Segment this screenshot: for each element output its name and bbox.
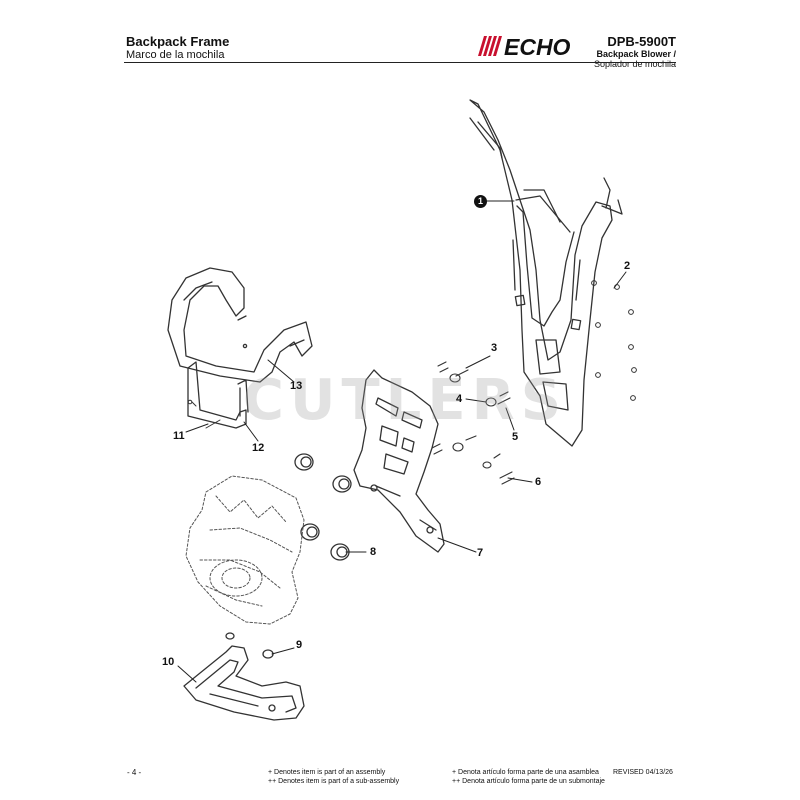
part-9-foot <box>225 632 274 659</box>
callout-5: 5 <box>512 431 519 443</box>
footnote-es-assembly: + Denota artículo forma parte de una asa… <box>452 769 599 776</box>
part-1-frame <box>469 99 623 447</box>
part-7-plate <box>353 369 445 553</box>
callout-6: 6 <box>535 476 542 488</box>
part-12-bracket <box>187 361 249 429</box>
logo-text: ECHO <box>504 34 571 58</box>
part-8-grommets <box>294 453 352 561</box>
callout-1: 1 <box>474 195 487 208</box>
echo-logo: ECHO <box>478 34 571 58</box>
revision-date: REVISED 04/13/26 <box>613 769 673 776</box>
page-subtitle: Marco de la mochila <box>126 49 225 61</box>
footnote-en-subassembly: ++ Denotes item is part of a sub-assembl… <box>268 778 400 785</box>
callout-12: 12 <box>252 442 265 454</box>
callout-2: 2 <box>624 260 631 272</box>
callout-10: 10 <box>162 656 175 668</box>
footnote-es-subassembly: ++ Denota artículo forma parte de un sub… <box>452 778 605 785</box>
part-10-base <box>183 645 305 721</box>
callout-13: 13 <box>290 380 303 392</box>
callout-9: 9 <box>296 639 303 651</box>
callout-3: 3 <box>491 342 498 354</box>
part-3-4-5-6-hardware <box>431 361 515 485</box>
part-11-screws <box>187 399 221 429</box>
callout-11: 11 <box>173 430 185 442</box>
callout-4: 4 <box>456 393 463 405</box>
page-title: Backpack Frame <box>126 34 230 49</box>
leader-lines <box>177 200 627 683</box>
engine-outline <box>185 475 305 625</box>
footnote-es: + Denota artículo forma parte de una asa… <box>452 768 605 786</box>
model-number: DPB-5900T <box>607 34 676 49</box>
product-desc-en: Backpack Blower / <box>596 49 676 59</box>
footnote-en-assembly: + Denotes item is part of an assembly <box>268 769 386 776</box>
callout-8: 8 <box>370 546 377 558</box>
footnote-en: + Denotes item is part of an assembly ++… <box>268 768 399 786</box>
header-divider <box>124 62 676 63</box>
part-13-handle <box>167 267 313 383</box>
page-number: - 4 - <box>127 768 142 777</box>
callout-7: 7 <box>477 547 484 559</box>
header-right: DPB-5900T Backpack Blower / Soplador de … <box>594 34 676 69</box>
product-desc-es: Soplador de mochila <box>593 59 676 69</box>
part-2-screws <box>591 280 637 401</box>
header-left: Backpack Frame Marco de la mochila <box>126 34 229 62</box>
